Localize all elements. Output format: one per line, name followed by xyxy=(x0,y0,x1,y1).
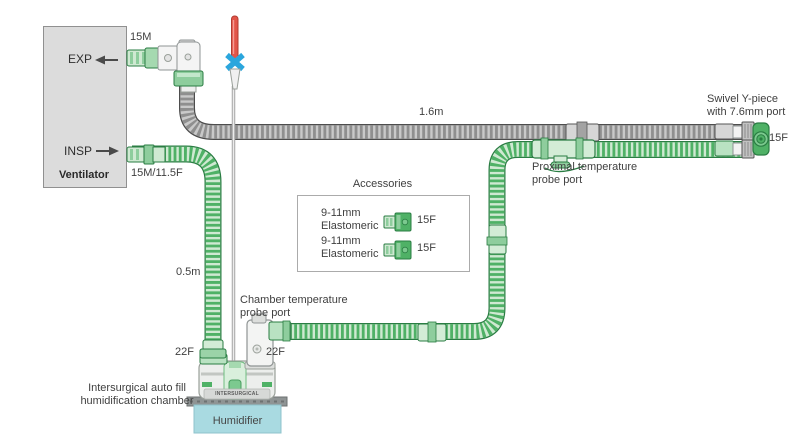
accessory-size-range: 9-11mm xyxy=(321,235,361,247)
ypiece-caption: Swivel Y-piece with 7.6mm port xyxy=(707,93,785,119)
accessory-type: Elastomeric xyxy=(321,248,379,260)
insp-label: INSP xyxy=(64,144,93,158)
exp-label: EXP xyxy=(68,52,93,66)
chamber-inlet-size-label: 22F xyxy=(175,346,194,358)
accessory-type: Elastomeric xyxy=(321,220,379,232)
accessory-size-range: 9-11mm xyxy=(321,207,361,219)
expiratory-tube xyxy=(179,82,746,140)
exp-port-size-label: 15M xyxy=(130,31,152,43)
chamber-inlet-connector xyxy=(199,339,227,359)
chamber-caption-line1: Intersurgical auto fill xyxy=(88,382,186,394)
proximal-port-caption: Proximal temperature probe port xyxy=(532,161,637,187)
ypiece-caption-line1: Swivel Y-piece xyxy=(707,93,778,105)
ventilator-box xyxy=(43,26,127,188)
accessory-size-label: 15F xyxy=(417,242,436,254)
proximal-caption-line2: probe port xyxy=(532,174,583,186)
chamber-probe-port-caption: Chamber temperature probe port xyxy=(240,294,348,320)
chamber-probe-line2: probe port xyxy=(240,307,291,319)
accessories-title: Accessories xyxy=(352,178,413,190)
expiratory-length-label: 1.6m xyxy=(419,106,444,118)
chamber-caption-line2: humidification chamber xyxy=(80,395,194,407)
ypiece-caption-line2: with 7.6mm port xyxy=(707,106,786,118)
humidifier-label: Humidifier xyxy=(212,415,263,427)
accessory-size-label: 15F xyxy=(417,214,436,226)
chamber-outlet-elbow xyxy=(244,313,292,370)
insp-port-connector xyxy=(126,144,166,165)
chamber-brand-label: INTERSURGICAL xyxy=(215,391,259,397)
green-tube-joint-vertical xyxy=(486,224,508,255)
gray-tube-joint xyxy=(565,121,600,143)
temperature-probe xyxy=(225,15,245,90)
ventilator-title: Ventilator xyxy=(58,169,110,181)
chamber-probe-line1: Chamber temperature xyxy=(240,294,348,306)
green-tube-joint-horizontal xyxy=(417,321,447,343)
chamber-outlet-size-label: 22F xyxy=(266,346,285,358)
ypiece-size-label: 15F xyxy=(769,132,788,144)
proximal-caption-line1: Proximal temperature xyxy=(532,161,638,173)
inspiratory-tube-short xyxy=(132,145,222,350)
swivel-y-piece xyxy=(714,121,770,159)
exp-elbow-assembly xyxy=(126,39,204,93)
accessory-item: 9-11mm Elastomeric xyxy=(321,207,378,233)
insp-port-size-label: 15M/11.5F xyxy=(131,167,183,179)
accessory-item: 9-11mm Elastomeric xyxy=(321,235,378,261)
chamber-caption: Intersurgical auto fill humidification c… xyxy=(57,382,217,408)
inspiratory-length-label: 0.5m xyxy=(176,266,201,278)
